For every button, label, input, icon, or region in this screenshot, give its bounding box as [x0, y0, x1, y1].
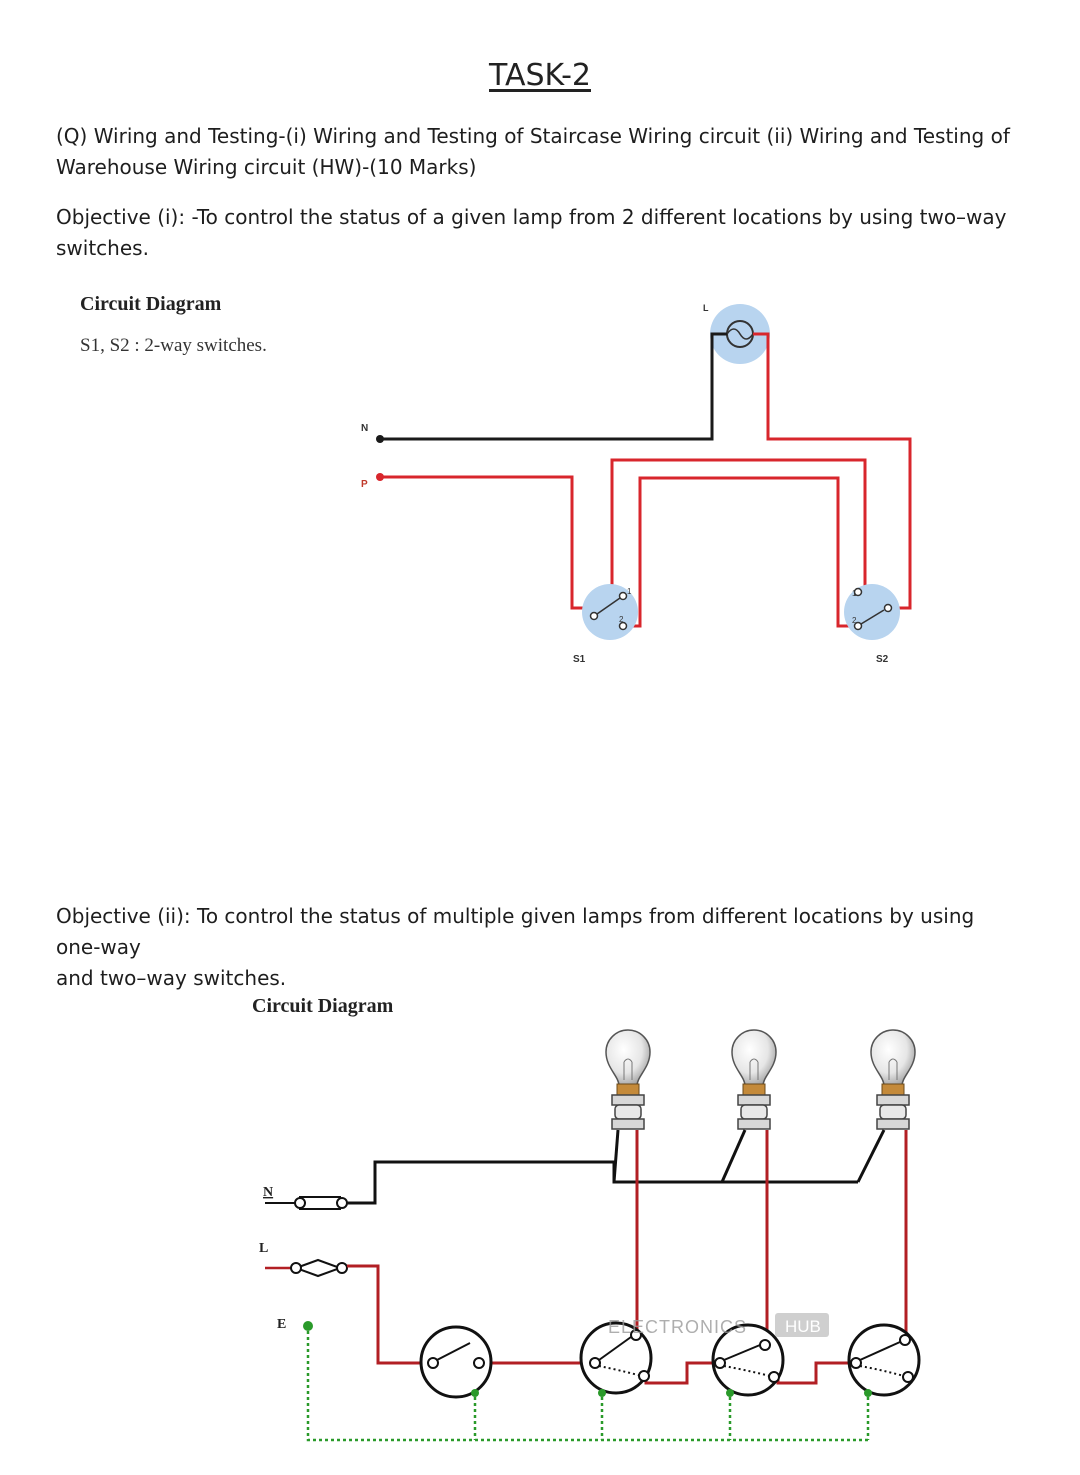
switch-s2-terminal-2-label: 2 — [852, 616, 857, 625]
watermark-badge — [775, 1313, 829, 1337]
switch-1-lever — [436, 1342, 471, 1361]
switch-4-alt-position — [859, 1365, 905, 1377]
warehouse-circuit-diagram: N L E ELECTRONICS HUB — [259, 1029, 921, 1442]
switch-2-terminal-2 — [638, 1370, 650, 1382]
live-feed-wire — [347, 1264, 428, 1365]
neutral-bus-wire — [345, 1160, 858, 1205]
objective-2-line-2: and two–way switches. — [56, 966, 287, 990]
switch-2-earth-point — [598, 1389, 606, 1397]
switch-4-lever — [859, 1341, 901, 1361]
lamp-filament-icon — [726, 328, 754, 340]
switch-s1-terminal-1-label: 1 — [627, 587, 632, 596]
neutral-wire — [380, 332, 727, 441]
live-fuse-terminal-left — [290, 1262, 302, 1274]
earth-terminal — [303, 1321, 313, 1331]
switch-3-earth-point — [726, 1389, 734, 1397]
objective-1-line-2: switches. — [56, 236, 149, 260]
lamp-1-neutral-drop — [612, 1129, 620, 1183]
switch-s1-terminal-1 — [618, 591, 628, 601]
switch-s2-terminal-1 — [853, 587, 863, 597]
lamp-3-neutral-drop — [856, 1129, 886, 1183]
switch-2-to-switch-3-wire — [644, 1361, 713, 1385]
switch-2-lever — [598, 1336, 632, 1361]
switch-3-common-terminal — [714, 1357, 726, 1369]
switch-s1-lever — [596, 597, 621, 615]
objective-2-line-1: Objective (ii): To control the status of… — [56, 904, 975, 959]
objective-2-text: Objective (ii): To control the status of… — [56, 901, 1016, 994]
switch-1-earth-point — [471, 1389, 479, 1397]
switch-s2-lever — [860, 609, 885, 625]
live-fuse-icon — [293, 1258, 343, 1278]
switch-s2-terminal-1-label: 1 — [852, 589, 857, 598]
switch-3-lever — [723, 1344, 761, 1361]
switch-2-common-terminal — [589, 1357, 601, 1369]
watermark-badge-text: HUB — [785, 1317, 821, 1336]
switch-4-common-terminal — [850, 1357, 862, 1369]
earth-wire — [306, 1331, 868, 1442]
lamp-3-icon — [870, 1029, 916, 1130]
neutral-label: N — [263, 1185, 273, 1200]
live-fuse-terminal-right — [336, 1262, 348, 1274]
neutral-link-terminal-right — [336, 1197, 348, 1209]
lamp-label: L — [703, 303, 709, 313]
lamp-2-neutral-drop — [720, 1129, 747, 1183]
lamp-1-icon — [605, 1029, 651, 1130]
question-line-1: (Q) Wiring and Testing-(i) Wiring and Te… — [56, 124, 1010, 148]
page-title: TASK-2 — [489, 58, 591, 93]
switch-4-terminal-1 — [899, 1334, 911, 1346]
switch-1-terminal-in — [427, 1357, 439, 1369]
neutral-link-terminal-left — [294, 1197, 306, 1209]
question-text: (Q) Wiring and Testing-(i) Wiring and Te… — [56, 121, 1016, 183]
staircase-circuit-diagram: L N P 1 2 S1 1 2 S2 — [361, 303, 912, 665]
switch-2-terminal-1 — [630, 1329, 642, 1341]
neutral-label: N — [361, 423, 368, 434]
switch-1-terminal-out — [473, 1357, 485, 1369]
phase-terminal — [376, 473, 384, 481]
traveller-wire-1 — [610, 458, 867, 598]
switch-3-to-switch-4-wire — [776, 1361, 850, 1385]
circuit-diagram-1-heading: Circuit Diagram — [80, 293, 222, 315]
question-line-2: Warehouse Wiring circuit (HW)-(10 Marks) — [56, 155, 477, 179]
neutral-terminal — [376, 435, 384, 443]
earth-label: E — [277, 1317, 286, 1332]
circuit-diagram-2-heading: Circuit Diagram — [252, 995, 394, 1017]
phase-wire — [380, 475, 590, 610]
phase-label: P — [361, 479, 368, 490]
circuit-diagram-1-caption: S1, S2 : 2-way switches. — [80, 335, 267, 356]
lamp-to-s2-wire — [753, 332, 912, 610]
switch-s2-common-terminal — [883, 603, 893, 613]
objective-1-line-1: Objective (i): -To control the status of… — [56, 205, 1007, 229]
lamp-2-icon — [731, 1029, 777, 1130]
objective-1-text: Objective (i): -To control the status of… — [56, 202, 1016, 264]
switch-3-terminal-2 — [768, 1371, 780, 1383]
switch-3-terminal-1 — [759, 1339, 771, 1351]
switch-s1-label: S1 — [573, 654, 586, 665]
switch-4-terminal-2 — [902, 1371, 914, 1383]
watermark-text: ELECTRONICS — [608, 1317, 747, 1337]
traveller-wire-2 — [625, 476, 856, 628]
switch-4-earth-point — [864, 1389, 872, 1397]
switch-s2-terminal-2 — [853, 621, 863, 631]
switch-s2-label: S2 — [876, 654, 889, 665]
switch-s1-common-terminal — [589, 611, 599, 621]
switch-s1-terminal-2-label: 2 — [619, 615, 624, 624]
switch-s1-terminal-2 — [618, 621, 628, 631]
live-label: L — [259, 1241, 268, 1256]
